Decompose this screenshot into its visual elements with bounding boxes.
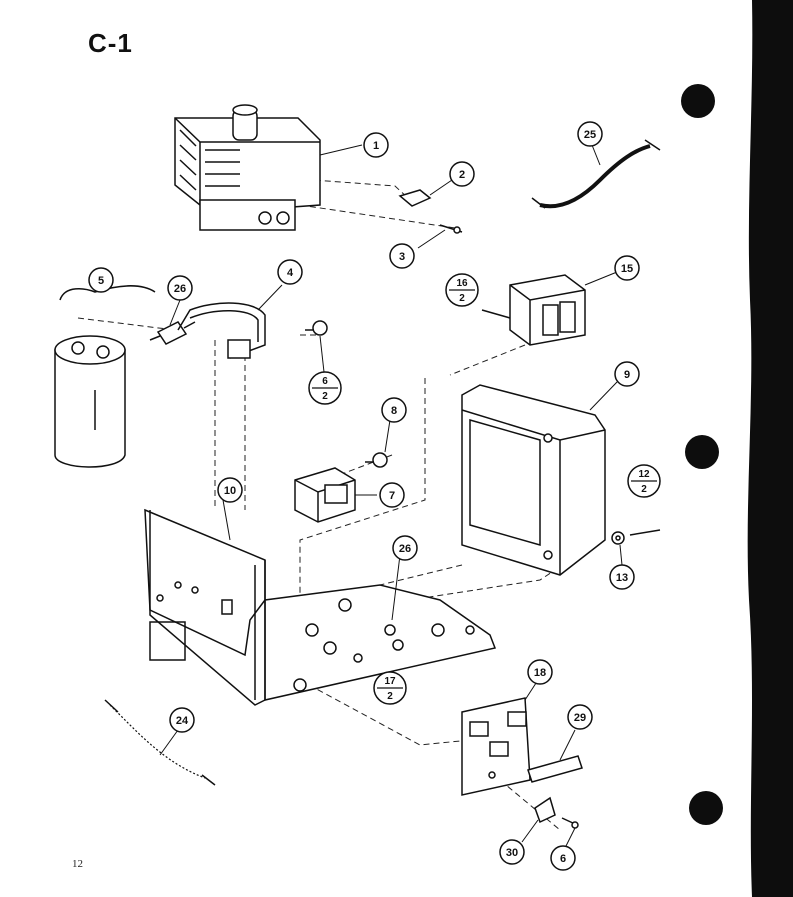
- terminal-board-part: [461, 679, 539, 796]
- callout-26-lower: 26: [392, 535, 418, 561]
- svg-text:26: 26: [174, 283, 186, 295]
- svg-text:4: 4: [287, 267, 294, 279]
- callout-24: 24: [169, 707, 195, 733]
- page-title: C-1: [88, 28, 133, 58]
- svg-text:2: 2: [459, 169, 465, 181]
- binder-hole-1: [681, 84, 715, 118]
- callout-29: 29: [567, 704, 593, 730]
- callout-18: 18: [527, 659, 553, 685]
- screw-part-8: [365, 419, 391, 468]
- relay-part: [294, 467, 377, 523]
- bolt-and-washer-part: [611, 529, 661, 566]
- callout-13: 13: [609, 564, 635, 590]
- fraction-callout-17-2: 17 2: [373, 671, 407, 705]
- fraction-callout-16-2: 16 2: [445, 273, 479, 307]
- fraction-callout-6-2: 6 2: [308, 371, 342, 405]
- svg-text:3: 3: [399, 251, 405, 263]
- svg-text:1: 1: [373, 140, 379, 152]
- callout-7: 7: [379, 482, 405, 508]
- svg-text:10: 10: [224, 485, 236, 497]
- svg-text:8: 8: [391, 405, 397, 417]
- svg-text:25: 25: [584, 129, 596, 141]
- svg-text:16: 16: [456, 278, 468, 289]
- svg-text:5: 5: [98, 275, 104, 287]
- svg-text:2: 2: [459, 293, 465, 304]
- capacitor-part: [54, 285, 156, 468]
- chassis-plate-part: [144, 499, 497, 706]
- ground-wire-part: [104, 699, 216, 786]
- fraction-callout-12-2: 12 2: [627, 464, 661, 498]
- transformer-large-part: [461, 381, 618, 576]
- callout-30: 30: [499, 839, 525, 865]
- svg-text:2: 2: [641, 484, 647, 495]
- svg-text:26: 26: [399, 543, 411, 555]
- svg-text:13: 13: [616, 572, 628, 584]
- strap-bracket-part: [177, 284, 283, 359]
- svg-text:2: 2: [387, 691, 393, 702]
- diode-part: [149, 299, 196, 345]
- magnetron-part: [174, 104, 363, 231]
- callout-9: 9: [614, 361, 640, 387]
- svg-text:6: 6: [322, 376, 328, 387]
- svg-text:15: 15: [621, 263, 633, 275]
- callout-1: 1: [363, 132, 389, 158]
- svg-text:7: 7: [389, 490, 395, 502]
- callout-25: 25: [577, 121, 603, 147]
- svg-text:18: 18: [534, 667, 546, 679]
- callout-4: 4: [277, 259, 303, 285]
- transformer-small-part: [481, 271, 618, 346]
- callout-8: 8: [381, 397, 407, 423]
- svg-text:12: 12: [638, 469, 650, 480]
- callout-26-upper: 26: [167, 275, 193, 301]
- fuse-part: [527, 729, 583, 783]
- bracket-screw-part: [521, 796, 579, 849]
- nut-part: [353, 554, 401, 663]
- svg-text:30: 30: [506, 847, 518, 859]
- binder-hole-2: [685, 435, 719, 469]
- clip-and-pin-parts: [398, 179, 463, 249]
- binding-edge: [681, 0, 793, 897]
- callout-3: 3: [389, 243, 415, 269]
- callout-10: 10: [217, 477, 243, 503]
- screw-part: [305, 320, 328, 373]
- binder-hole-3: [689, 791, 723, 825]
- svg-text:29: 29: [574, 712, 586, 724]
- callout-6: 6: [550, 845, 576, 871]
- svg-text:9: 9: [624, 369, 630, 381]
- wire-lead-part: [531, 139, 661, 209]
- svg-text:17: 17: [384, 676, 396, 687]
- svg-text:2: 2: [322, 391, 328, 402]
- callout-15: 15: [614, 255, 640, 281]
- callout-2: 2: [449, 161, 475, 187]
- callout-5: 5: [88, 267, 114, 293]
- svg-text:6: 6: [560, 853, 566, 865]
- svg-text:24: 24: [176, 715, 189, 727]
- page-number: 12: [72, 858, 83, 870]
